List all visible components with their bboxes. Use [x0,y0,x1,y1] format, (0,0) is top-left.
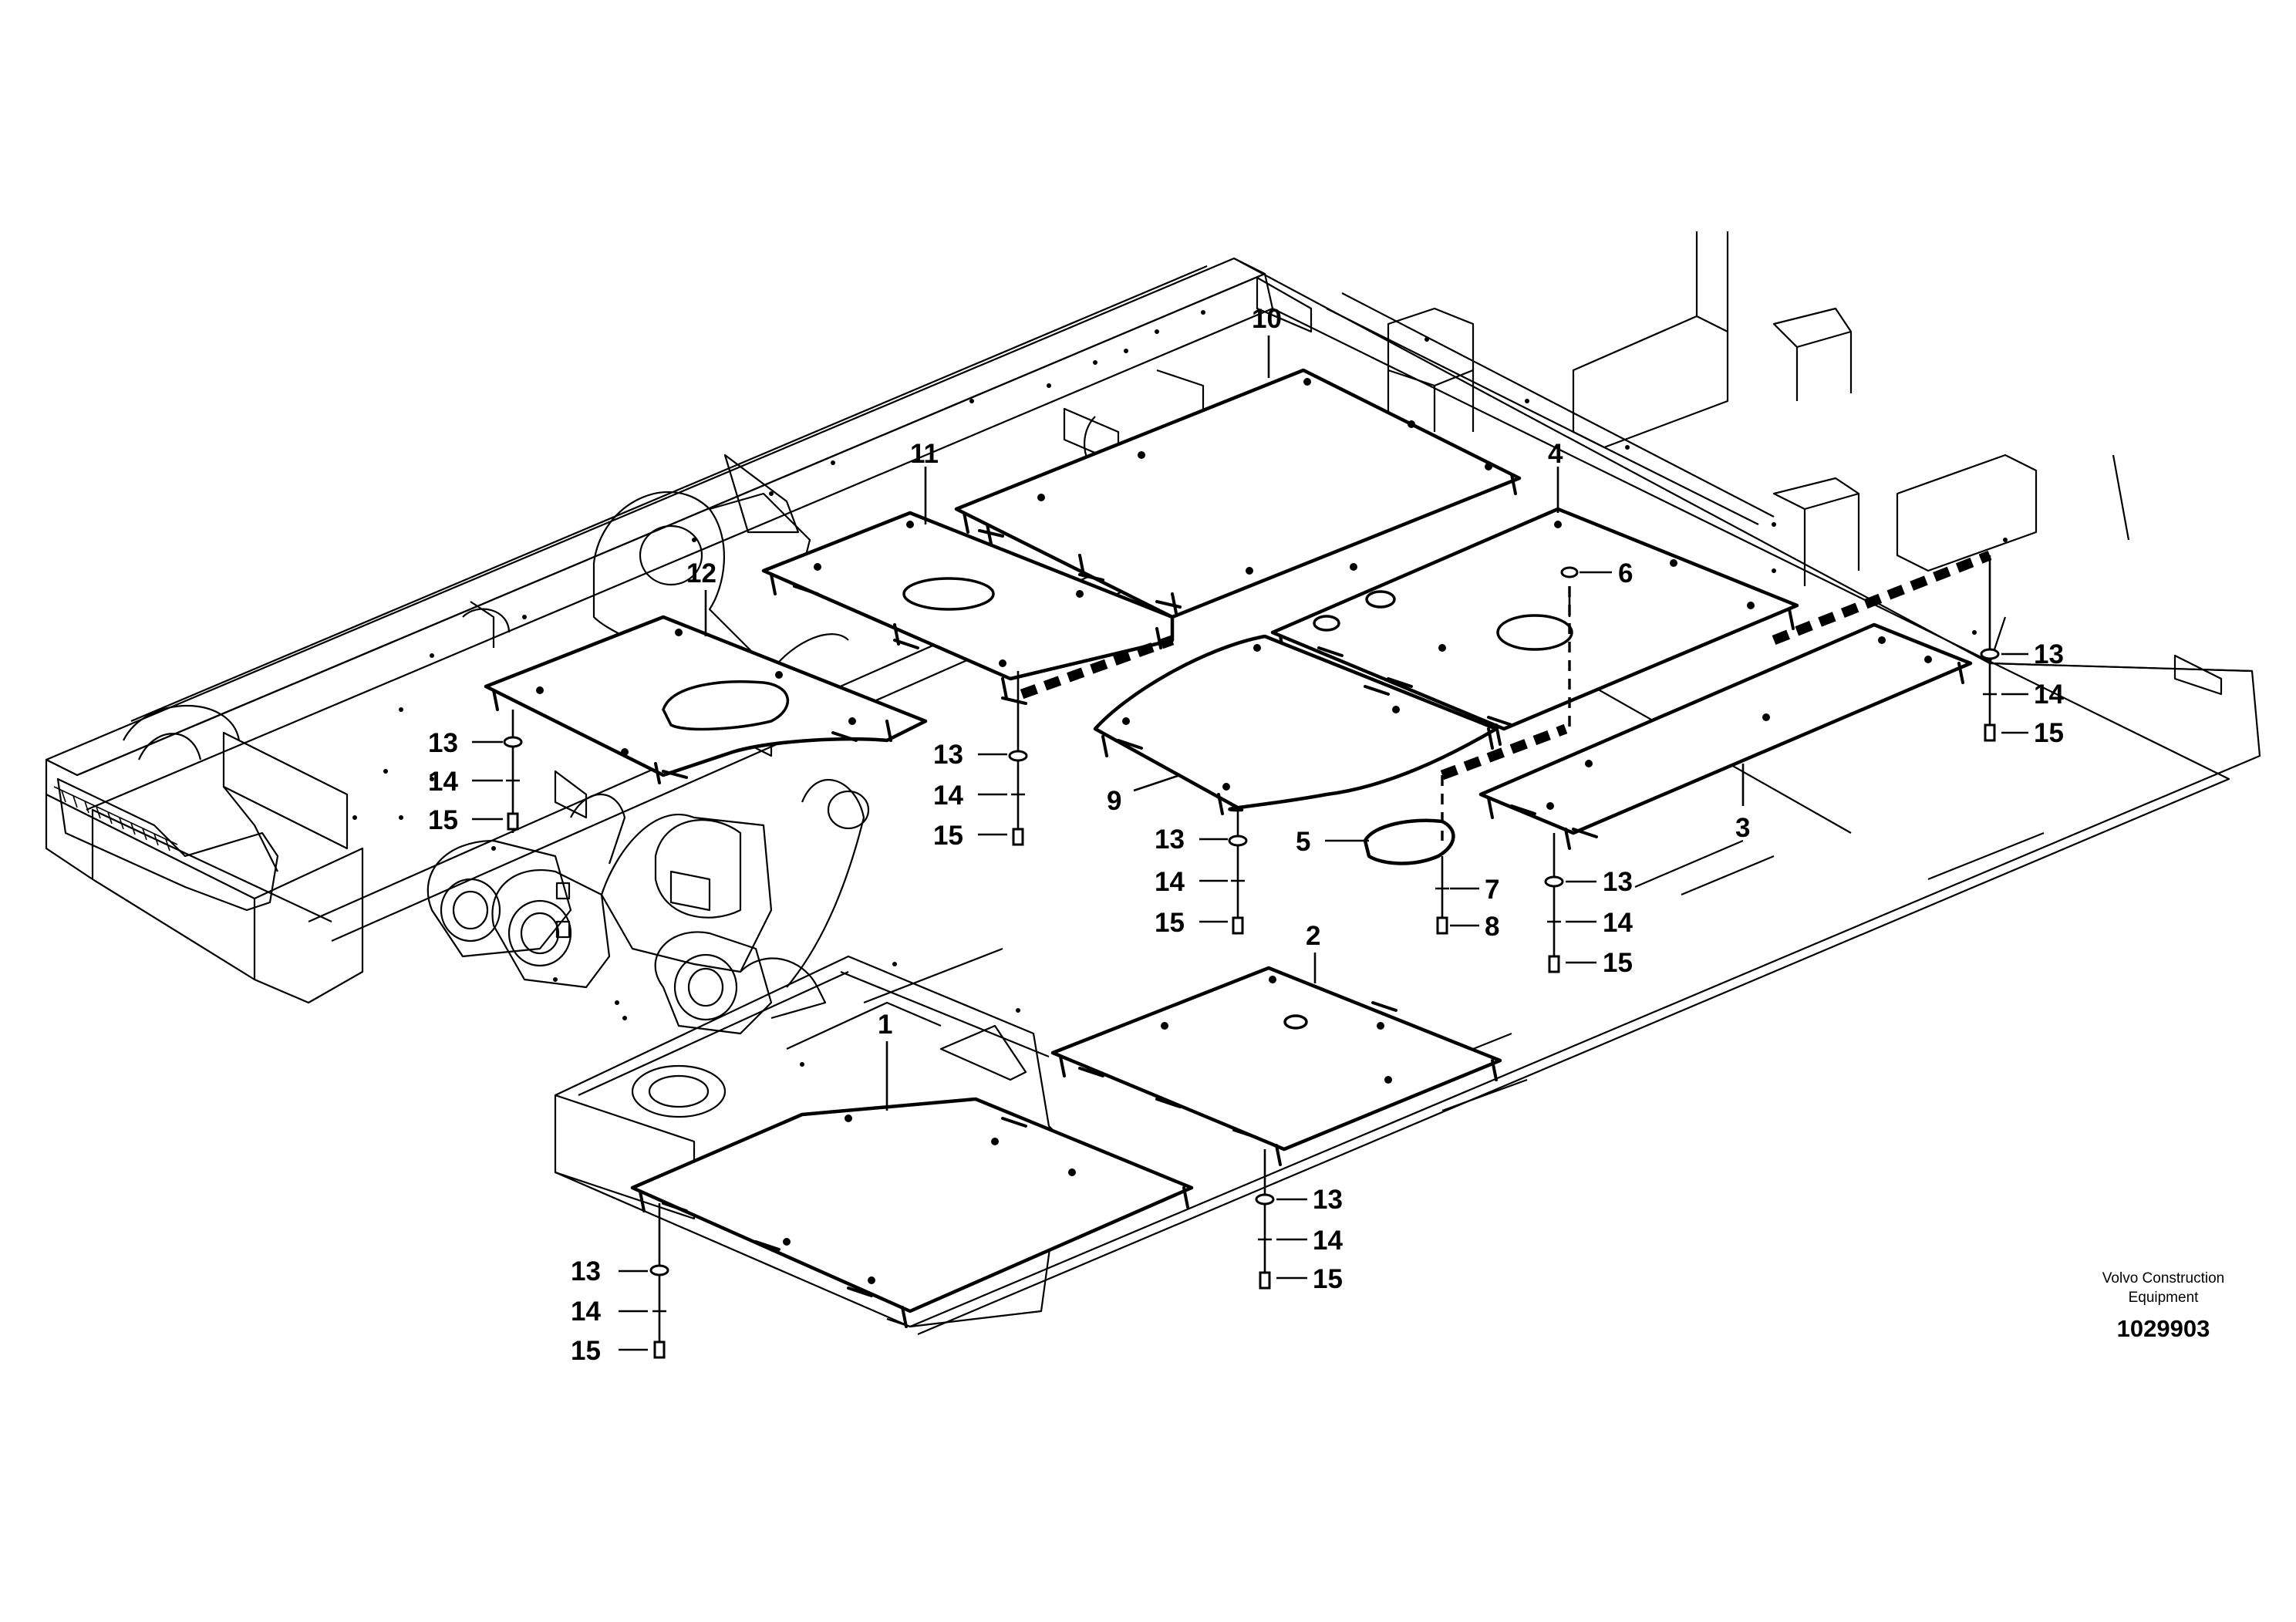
callout-13-g: 13 [571,1256,601,1286]
callout-2: 2 [1306,921,1320,951]
callout-11: 11 [910,439,939,469]
callout-15-e: 15 [2034,718,2064,748]
cover-plate-3 [1478,622,1973,850]
cover-plate-2 [1050,966,1502,1166]
callout-13-d: 13 [1603,867,1633,897]
callout-13-e: 13 [2034,639,2064,669]
cover-plate-10 [954,368,1522,619]
callout-labels: 10 11 4 12 6 13 14 15 13 14 15 9 13 14 1… [428,304,2064,1366]
upper-frame-structure [45,231,2261,1336]
callout-5: 5 [1296,827,1310,857]
callout-14-b: 14 [933,781,963,811]
callout-15-a: 15 [428,805,458,835]
callout-15-c: 15 [1155,908,1185,938]
callout-6: 6 [1618,558,1633,588]
cover-plate-1 [630,1097,1194,1328]
callout-14-e: 14 [2034,679,2064,710]
callout-leaders [472,336,2028,1351]
callout-4: 4 [1548,439,1563,469]
callout-15-b: 15 [933,821,963,851]
hardware-stacks [503,555,2000,1359]
callout-7: 7 [1485,875,1499,905]
callout-14-f: 14 [1313,1226,1343,1256]
callout-8: 8 [1485,912,1499,942]
callout-13-a: 13 [428,728,458,758]
cover-plate-9 [1093,634,1499,815]
callout-15-f: 15 [1313,1264,1343,1294]
callout-13-f: 13 [1313,1185,1343,1215]
brand-line-2: Equipment [2129,1290,2200,1306]
cover-5 [1363,818,1455,865]
callout-13-c: 13 [1155,824,1185,855]
callout-9: 9 [1107,786,1121,816]
cover-plate-11 [761,511,1175,705]
rack-teeth [61,790,170,851]
brand-line-1: Volvo Construction [2102,1270,2224,1286]
callout-3: 3 [1735,813,1750,843]
callout-13-b: 13 [933,740,963,770]
swing-bracket [426,770,870,1035]
callout-14-d: 14 [1603,908,1633,938]
callout-10: 10 [1252,304,1282,334]
callout-1: 1 [878,1010,892,1040]
callout-12: 12 [686,558,716,588]
callout-14-g: 14 [571,1297,601,1327]
callout-14-a: 14 [428,767,458,797]
cover-plate-12 [484,615,928,784]
callout-15-d: 15 [1603,948,1633,978]
callout-15-g: 15 [571,1336,601,1366]
lower-front-block [554,947,1066,1328]
publisher-block: Volvo Construction Equipment 1029903 [2102,1270,2224,1342]
callout-14-c: 14 [1155,867,1185,897]
document-number: 1029903 [2117,1315,2210,1342]
